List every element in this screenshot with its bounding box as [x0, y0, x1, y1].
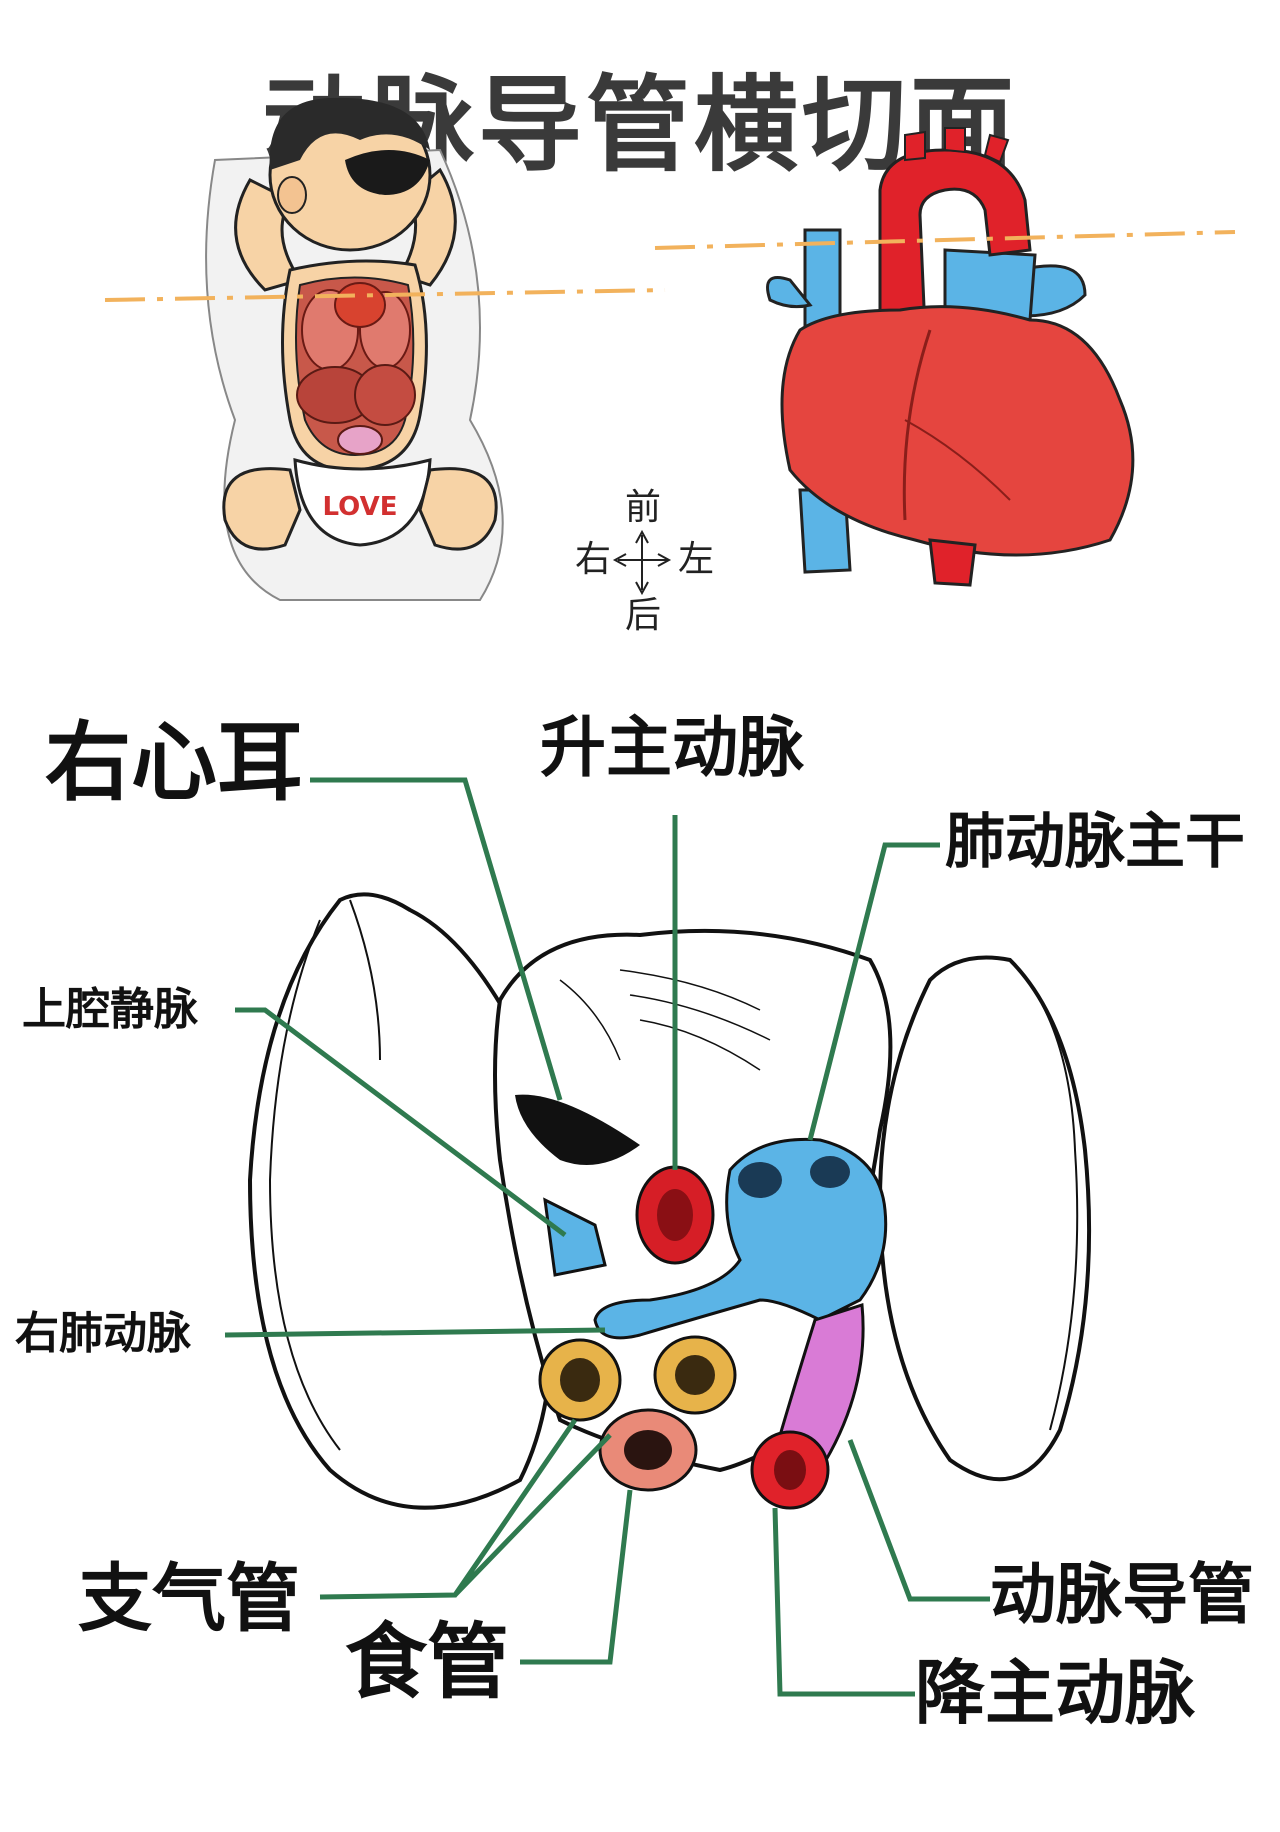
leader-bronchi: [319, 1418, 612, 1600]
orientation-compass: [612, 529, 672, 596]
leader-right-pulmonary-artery: [224, 1327, 606, 1338]
leader-superior-vena-cava: [235, 1007, 567, 1237]
compass-back: 后: [625, 595, 662, 636]
baby-cut-line: [104, 288, 666, 302]
leader-ductus-arteriosus: [847, 1439, 990, 1602]
leader-descending-aorta: [772, 1507, 915, 1697]
baby-illustration: [205, 97, 504, 601]
label-pulmonary-trunk: 肺动脉主干: [945, 807, 1245, 877]
compass-right: 右: [575, 539, 612, 580]
label-ascending-aorta: 升主动脉: [540, 709, 804, 786]
label-descending-aorta: 降主动脉: [915, 1652, 1195, 1734]
compass-left: 左: [678, 539, 715, 580]
heart-illustration: [766, 127, 1135, 587]
label-esophagus: 食管: [345, 1615, 510, 1710]
compass-front: 前: [625, 487, 662, 528]
label-right-auricle: 右心耳: [45, 713, 303, 813]
label-right-pulmonary-artery: 右肺动脉: [15, 1308, 191, 1359]
leader-right-auricle: [310, 777, 563, 1101]
diaper-text: LOVE: [323, 492, 398, 522]
leader-lines: [224, 777, 990, 1697]
label-ductus-arteriosus: 动脉导管: [990, 1556, 1254, 1633]
heart-cut-line: [654, 230, 1236, 250]
cross-section: [247, 892, 1092, 1510]
leader-esophagus: [520, 1489, 633, 1665]
leader-pulmonary-trunk: [807, 842, 940, 1141]
label-bronchi: 支气管: [78, 1556, 300, 1642]
label-superior-vena-cava: 上腔静脉: [22, 984, 198, 1035]
